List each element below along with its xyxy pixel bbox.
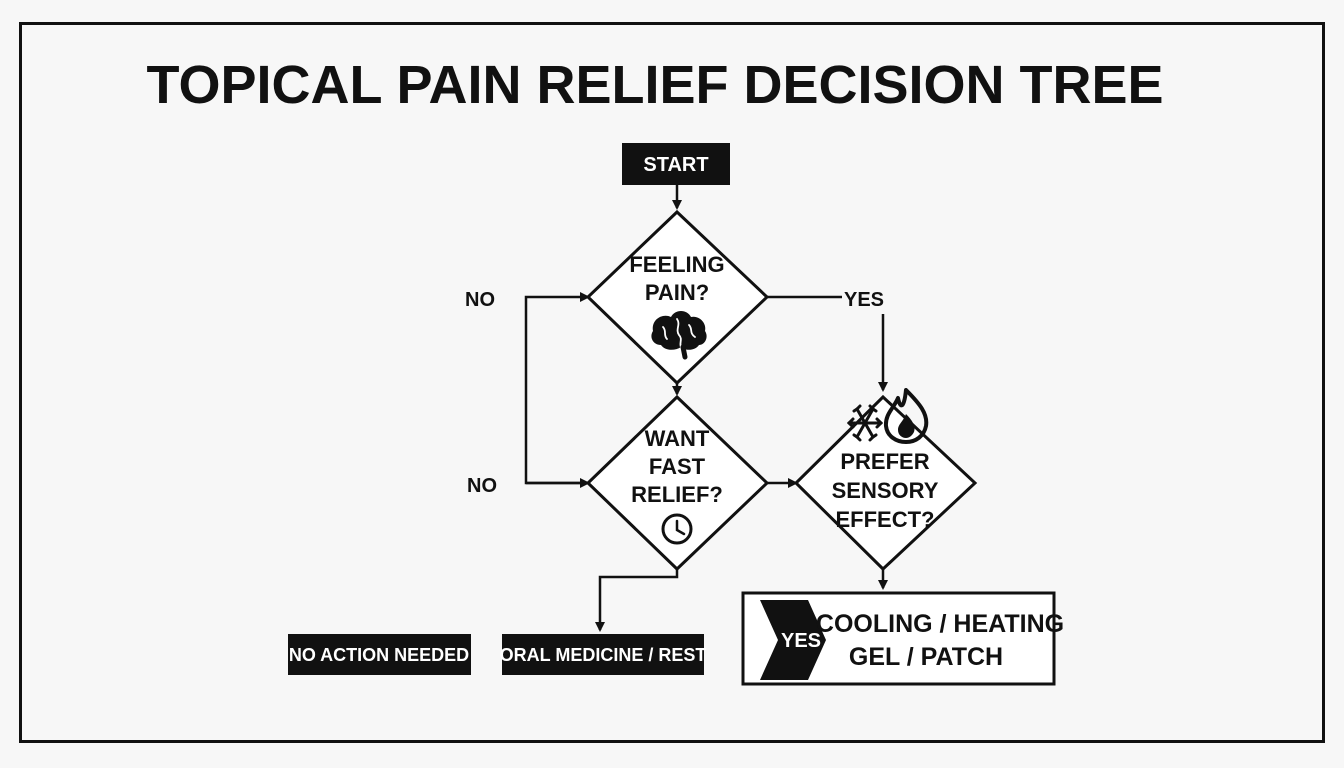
want-fast-line-3: RELIEF? [631, 482, 723, 507]
want-fast-line-1: WANT [645, 426, 710, 451]
start-node: START [622, 143, 730, 185]
outcome-cooling-heating: YES COOLING / HEATING GEL / PATCH [741, 591, 1064, 686]
start-label: START [643, 154, 708, 176]
edge-label-no-top: NO [465, 289, 495, 311]
chevron-arrow-icon [760, 600, 826, 680]
outcome-no-action: NO ACTION NEEDED [288, 634, 471, 675]
cooling-heating-line-1: COOLING / HEATING [816, 610, 1064, 638]
no-action-label: NO ACTION NEEDED [289, 645, 469, 665]
flame-icon [883, 388, 929, 444]
outcome-oral-medicine: ORAL MEDICINE / REST [500, 634, 707, 675]
oral-medicine-label: ORAL MEDICINE / REST [500, 645, 707, 665]
edge-want-to-oral [595, 566, 679, 632]
feeling-pain-line-2: PAIN? [645, 280, 709, 305]
yes-badge-label: YES [781, 630, 821, 652]
cooling-heating-line-2: GEL / PATCH [849, 643, 1003, 671]
brain-icon [651, 311, 707, 360]
decision-prefer-sensory: PREFER SENSORY EFFECT? [793, 388, 978, 572]
edge-label-no-bottom: NO [467, 475, 497, 497]
prefer-sensory-line-3: EFFECT? [836, 507, 935, 532]
border-frame [19, 22, 1325, 743]
feeling-pain-line-1: FEELING [629, 252, 724, 277]
snowflake-icon [846, 404, 884, 442]
decision-feeling-pain: FEELING PAIN? [585, 209, 770, 386]
diagram-title: TOPICAL PAIN RELIEF DECISION TREE [146, 55, 1163, 115]
edge-no-loop [524, 292, 590, 485]
clock-icon [661, 513, 693, 545]
decision-want-fast-relief: WANT FAST RELIEF? [585, 394, 770, 572]
prefer-sensory-line-2: SENSORY [832, 478, 939, 503]
prefer-sensory-line-1: PREFER [840, 449, 929, 474]
edge-label-yes-top: YES [844, 289, 884, 311]
want-fast-line-2: FAST [649, 454, 706, 479]
